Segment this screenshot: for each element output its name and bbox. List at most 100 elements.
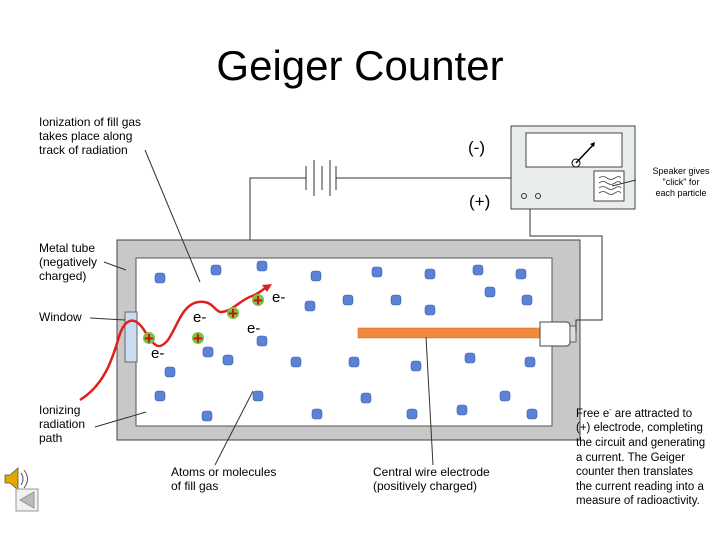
- speaker-label: Speaker gives "click" for each particle: [640, 166, 720, 199]
- positive-ion: +: [192, 329, 204, 348]
- gas-atom: [311, 408, 323, 420]
- label-line: Ionizing: [39, 403, 81, 417]
- label-line: measure of radioactivity.: [576, 495, 700, 508]
- gas-atom: [210, 264, 222, 276]
- label-line: takes place along: [39, 129, 133, 143]
- electron-label: e-: [151, 345, 164, 362]
- gas-atom: [484, 286, 496, 298]
- plus-sign: +: [144, 329, 154, 348]
- text-fragment: are attracted to: [611, 407, 693, 420]
- negative-terminal-label: (-): [468, 138, 485, 157]
- positive-ion: +: [227, 304, 239, 323]
- gas-atom: [348, 356, 360, 368]
- positive-ion: +: [252, 291, 264, 310]
- gas-atom: [499, 390, 511, 402]
- label-line: Metal tube: [39, 241, 96, 255]
- gas-atom: [202, 346, 214, 358]
- plus-sign: +: [193, 329, 203, 348]
- speaker-grille: [593, 170, 625, 202]
- plus-sign: +: [228, 304, 238, 323]
- superscript: -: [609, 407, 612, 414]
- central-wire-electrode: [357, 327, 541, 339]
- metal-tube-label: Metal tube (negatively charged): [39, 241, 97, 283]
- ionization-track-label: Ionization of fill gas takes place along…: [39, 115, 141, 157]
- label-line: path: [39, 431, 63, 445]
- positive-terminal-label: (+): [469, 192, 491, 211]
- gas-atom: [342, 294, 354, 306]
- gas-atom: [371, 266, 383, 278]
- gas-atom: [456, 404, 468, 416]
- gas-chamber: [135, 257, 553, 427]
- gas-atom: [424, 268, 436, 280]
- ionizing-path-label: Ionizing radiation path: [39, 403, 85, 445]
- label-line: charged): [39, 269, 87, 283]
- gas-atom: [515, 268, 527, 280]
- label-line: the current reading into a: [576, 480, 704, 493]
- gas-atom: [222, 354, 234, 366]
- label-line: track of radiation: [39, 143, 128, 157]
- gas-atom: [390, 294, 402, 306]
- meter-knob-left: [521, 193, 527, 199]
- label-line: a current. The Geiger: [576, 451, 686, 464]
- label-line: Ionization of fill gas: [39, 115, 142, 129]
- gas-atom: [424, 304, 436, 316]
- gas-atom: [524, 356, 536, 368]
- gas-atom: [304, 300, 316, 312]
- page-title: Geiger Counter: [216, 42, 504, 89]
- window-label: Window: [39, 310, 82, 324]
- gas-atom: [290, 356, 302, 368]
- back-arrow-icon[interactable]: [15, 488, 39, 512]
- central-wire-label: Central wire electrode (positively charg…: [373, 465, 490, 493]
- gas-atom: [472, 264, 484, 276]
- label-line: (negatively: [39, 255, 98, 269]
- label-line: of fill gas: [171, 479, 219, 493]
- label-line: the circuit and generating: [576, 437, 706, 450]
- gas-atom: [256, 260, 268, 272]
- gas-atom: [360, 392, 372, 404]
- electron-label: e-: [193, 309, 206, 326]
- label-line: counter then translates: [576, 466, 693, 479]
- label-pointer-lines: [89, 149, 637, 466]
- label-line: radiation: [39, 417, 86, 431]
- circuit-wire-negative: [249, 177, 306, 240]
- wire-cap: [569, 325, 577, 343]
- gas-atom: [252, 390, 264, 402]
- label-line: "click" for: [662, 177, 700, 187]
- circuit-wire-positive: [529, 209, 603, 332]
- counter-meter: [510, 125, 636, 210]
- label-line: Speaker gives: [652, 166, 710, 176]
- gas-atom: [526, 408, 538, 420]
- positive-ion: +: [143, 329, 155, 348]
- gas-atom: [154, 390, 166, 402]
- atoms-label: Atoms or molecules of fill gas: [171, 465, 276, 493]
- electron-label: e-: [272, 289, 285, 306]
- meter-knob-right: [535, 193, 541, 199]
- label-line: (positively charged): [373, 479, 478, 493]
- plus-sign: +: [253, 291, 263, 310]
- free-electrons-explanation: Free e- are attracted to (+) electrode, …: [576, 404, 716, 509]
- gas-atom: [164, 366, 176, 378]
- gas-atom: [154, 272, 166, 284]
- battery: [305, 160, 337, 196]
- gas-atom: [464, 352, 476, 364]
- label-line: Central wire electrode: [373, 465, 490, 479]
- gas-atom: [521, 294, 533, 306]
- gas-atom: [406, 408, 418, 420]
- label-line: (+) electrode, completing: [576, 422, 703, 435]
- wire-connector: [539, 321, 571, 347]
- window: [124, 311, 138, 363]
- radiation-arrowhead: [262, 284, 272, 292]
- positive-ions: + + + +: [143, 291, 264, 348]
- label-line: Atoms or molecules: [171, 465, 277, 479]
- gas-atoms: [154, 260, 538, 422]
- speaker-sound-icon[interactable]: [4, 467, 28, 491]
- gas-atom: [256, 335, 268, 347]
- electron-label: e-: [247, 320, 260, 337]
- label-line: Free e- are attracted to: [576, 404, 716, 421]
- radiation-path: [79, 285, 268, 402]
- gas-atom: [201, 410, 213, 422]
- label-line: each particle: [655, 188, 707, 198]
- gas-atom: [310, 270, 322, 282]
- text-fragment: Free e: [576, 407, 610, 420]
